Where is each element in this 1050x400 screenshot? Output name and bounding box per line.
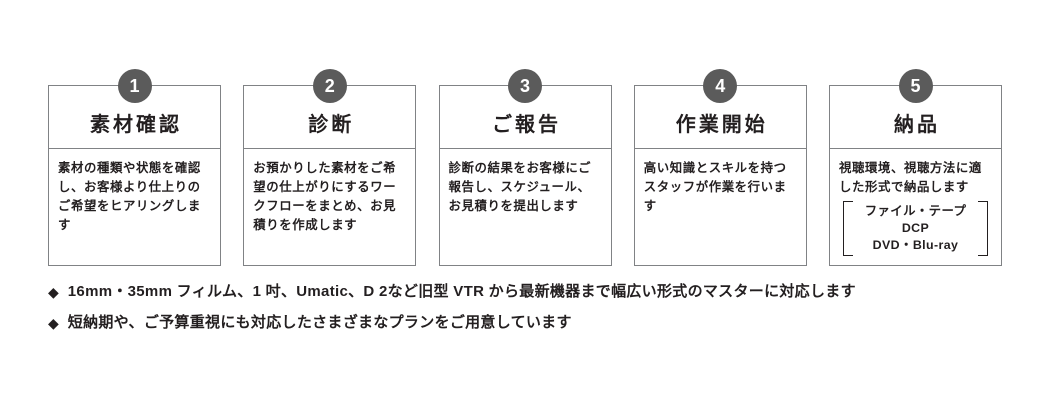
step-number-badge-3: 3 [508, 69, 542, 103]
step-card-3: 3 ご報告 診断の結果をお客様にご報告し、スケジュール、お見積りを提出します [438, 69, 612, 266]
step-description-1: 素材の種類や状態を確認し、お客様より仕上りのご希望をヒアリングします [58, 161, 201, 232]
bracket-right [978, 201, 988, 256]
step-description-2: お預かりした素材をご希望の仕上がりにするワークフローをまとめ、お見積りを作成しま… [253, 161, 397, 232]
step-title-zone-4: 作業開始 [634, 86, 806, 149]
step-description-5: 視聴環境、視聴方法に適した形式で納品します [839, 161, 982, 194]
step-title-2: 診断 [308, 113, 355, 136]
step-card-2: 2 診断 お預かりした素材をご希望の仕上がりにするワークフローをまとめ、お見積り… [243, 69, 417, 266]
step-title-zone-2: 診断 [244, 86, 416, 149]
process-steps-row: 1 素材確認 素材の種類や状態を確認し、お客様より仕上りのご希望をヒアリングしま… [48, 69, 1002, 266]
note-text-2: 短納期や、ご予算重視にも対応したさまざまなプランをご用意しています [67, 314, 572, 331]
step-title-zone-3: ご報告 [439, 86, 611, 149]
note-line-1: ◆ 16mm・35mm フィルム、1 吋、Umatic、D 2など旧型 VTR … [48, 281, 1018, 303]
step-body-3: 診断の結果をお客様にご報告し、スケジュール、お見積りを提出します [440, 149, 611, 265]
note-text-1: 16mm・35mm フィルム、1 吋、Umatic、D 2など旧型 VTR から… [67, 283, 856, 300]
step-title-zone-5: 納品 [830, 86, 1001, 149]
step-card-4: 4 作業開始 高い知識とスキルを持つスタッフが作業を行います [633, 69, 807, 266]
step-title-5: 納品 [894, 113, 940, 136]
step-title-zone-1: 素材確認 [49, 86, 220, 149]
step-body-4: 高い知識とスキルを持つスタッフが作業を行います [635, 149, 806, 265]
step-card-1: 1 素材確認 素材の種類や状態を確認し、お客様より仕上りのご希望をヒアリングしま… [48, 69, 221, 266]
step-title-4: 作業開始 [675, 113, 768, 136]
delivery-format-2: DCP [901, 221, 930, 235]
note-line-2: ◆ 短納期や、ご予算重視にも対応したさまざまなプランをご用意しています [48, 312, 1018, 334]
notes-list: ◆ 16mm・35mm フィルム、1 吋、Umatic、D 2など旧型 VTR … [48, 281, 1018, 343]
step-description-4: 高い知識とスキルを持つスタッフが作業を行います [643, 161, 787, 213]
delivery-format-1: ファイル・テープ [864, 204, 967, 218]
step-description-3: 診断の結果をお客様にご報告し、スケジュール、お見積りを提出します [448, 161, 592, 213]
step-body-2: お預かりした素材をご希望の仕上がりにするワークフローをまとめ、お見積りを作成しま… [244, 149, 415, 265]
diamond-bullet-icon: ◆ [48, 315, 59, 331]
delivery-format-3: DVD・Blu-ray [872, 238, 959, 252]
step-card-5: 5 納品 視聴環境、視聴方法に適した形式で納品します ファイル・テープ DCP … [829, 69, 1002, 266]
step-number-badge-1: 1 [117, 69, 152, 103]
step-body-1: 素材の種類や状態を確認し、お客様より仕上りのご希望をヒアリングします [49, 149, 220, 265]
step-number-badge-4: 4 [703, 69, 738, 103]
step-number-badge-2: 2 [312, 69, 347, 103]
bracket-left [843, 201, 853, 256]
delivery-formats-bracket: ファイル・テープ DCP DVD・Blu-ray [839, 201, 992, 256]
step-title-1: 素材確認 [90, 113, 182, 136]
step-title-3: ご報告 [492, 113, 561, 136]
step-number-badge-5: 5 [898, 69, 933, 103]
diamond-bullet-icon: ◆ [48, 284, 59, 300]
step-body-5: 視聴環境、視聴方法に適した形式で納品します ファイル・テープ DCP DVD・B… [830, 149, 1001, 265]
